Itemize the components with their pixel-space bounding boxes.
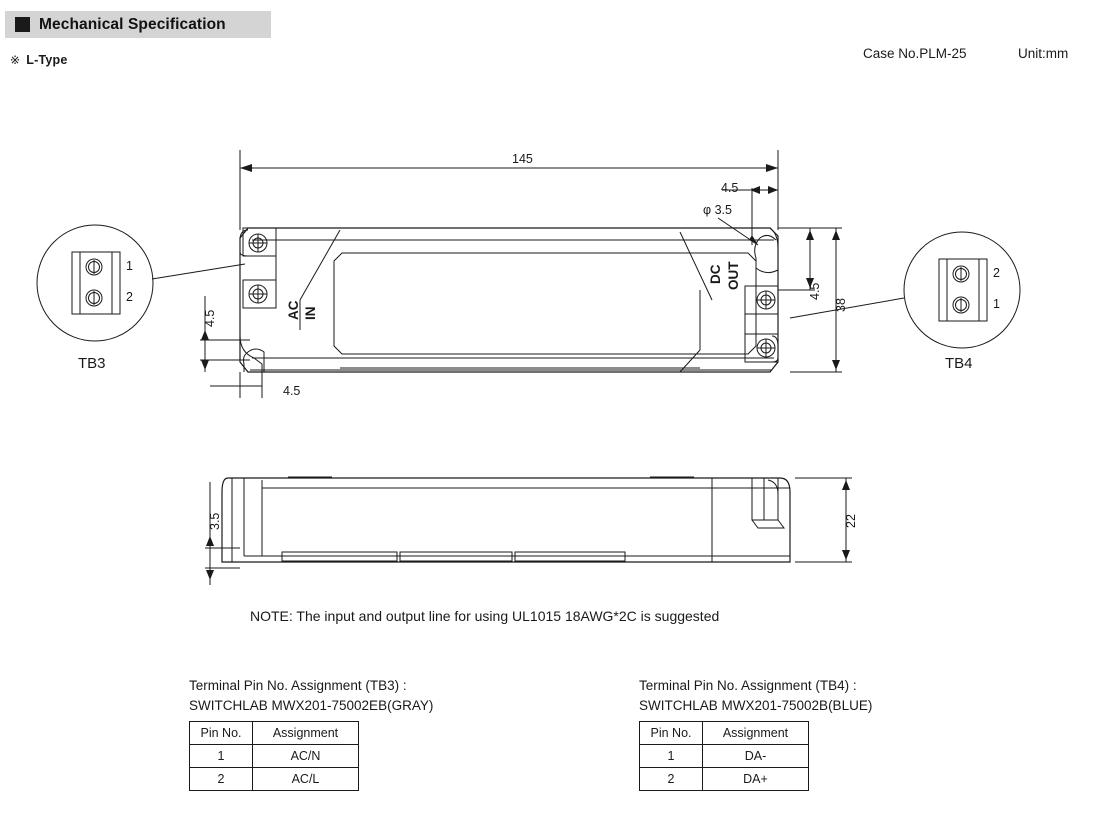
- tb3-pin-bottom-number: 2: [126, 290, 133, 304]
- tb4-row1-assignment: DA+: [702, 767, 809, 791]
- dimension-width-38: [790, 227, 842, 373]
- detail-circle-tb3: [36, 224, 246, 342]
- tb4-caption-line2: SWITCHLAB MWX201-75002B(BLUE): [639, 698, 873, 713]
- unit-label: Unit:mm: [1018, 46, 1069, 61]
- dim-side-height-3_5: 3.5: [208, 512, 222, 530]
- label-dc-out-line1: DC: [708, 264, 723, 285]
- dimension-side-height-22: [795, 477, 852, 563]
- dim-width-38: 38: [834, 298, 848, 312]
- tb4-detail-label: TB4: [945, 355, 973, 372]
- label-ac-in-line2: IN: [303, 306, 318, 321]
- dim-side-height-22: 22: [844, 514, 858, 528]
- tb4-row0-assignment: DA-: [702, 744, 809, 768]
- tb3-pin-top-number: 1: [126, 259, 133, 273]
- dim-hole-diameter: φ 3.5: [703, 203, 732, 217]
- tb4-caption-line1: Terminal Pin No. Assignment (TB4) :: [639, 678, 857, 693]
- page-title: Mechanical Specification: [39, 15, 226, 33]
- pin-assignment-block-tb3: Terminal Pin No. Assignment (TB3) : SWIT…: [189, 676, 433, 791]
- tb4-row1-pin: 2: [639, 767, 703, 791]
- table-row: 2 AC/L: [189, 767, 359, 791]
- tb3-row1-assignment: AC/L: [252, 767, 359, 791]
- dimension-length-145: [239, 150, 779, 230]
- tb3-row1-pin: 2: [189, 767, 253, 791]
- tb3-detail-label: TB3: [78, 355, 106, 372]
- side-view-drawing: [221, 476, 791, 563]
- keyhole-slot-right: [754, 227, 779, 274]
- tb3-caption-line2: SWITCHLAB MWX201-75002EB(GRAY): [189, 698, 434, 713]
- dim-length-145: 145: [512, 152, 533, 166]
- tb3-caption-line1: Terminal Pin No. Assignment (TB3) :: [189, 678, 407, 693]
- table-row: 2 DA+: [639, 767, 809, 791]
- tb3-row0-assignment: AC/N: [252, 744, 359, 768]
- table-header-row: Pin No. Assignment: [189, 721, 359, 745]
- table-row: 1 DA-: [639, 744, 809, 768]
- top-view-drawing: [239, 227, 779, 373]
- mounting-tab-left-lower: [242, 279, 277, 309]
- tb3-row0-pin: 1: [189, 744, 253, 768]
- subtitle-label: L-Type: [26, 53, 68, 67]
- tb3-col-assignment: Assignment: [252, 721, 359, 745]
- dim-left-horizontal-4_5: 4.5: [283, 384, 301, 398]
- tb4-pin-bottom-number: 1: [993, 297, 1000, 311]
- label-ac-in-line1: AC: [286, 300, 301, 321]
- dim-right-offset-4_5: 4.5: [721, 181, 739, 195]
- tb4-pin-table: Pin No. Assignment 1 DA- 2 DA+: [639, 721, 809, 791]
- header-bullet-square: [15, 17, 30, 32]
- detail-circle-tb4: [789, 231, 1021, 349]
- dimension-side-height-3_5: [205, 482, 240, 585]
- tb3-pin-table: Pin No. Assignment 1 AC/N 2 AC/L: [189, 721, 359, 791]
- dimension-hole-diameter: [717, 217, 759, 246]
- note-text: NOTE: The input and output line for usin…: [250, 608, 720, 624]
- section-header-bar: Mechanical Specification: [5, 11, 271, 38]
- dimension-left-vertical-4_5: [200, 296, 250, 372]
- reference-mark-icon: ※: [10, 53, 21, 67]
- dim-left-vertical-4_5: 4.5: [203, 309, 217, 327]
- table-header-row: Pin No. Assignment: [639, 721, 809, 745]
- dimension-left-horizontal-4_5: [210, 372, 263, 398]
- pin-assignment-block-tb4: Terminal Pin No. Assignment (TB4) : SWIT…: [639, 676, 872, 791]
- tb4-col-assignment: Assignment: [702, 721, 809, 745]
- table-row: 1 AC/N: [189, 744, 359, 768]
- tb3-col-pin-no: Pin No.: [189, 721, 253, 745]
- tb4-col-pin-no: Pin No.: [639, 721, 703, 745]
- tb4-pin-top-number: 2: [993, 266, 1000, 280]
- label-dc-out-line2: OUT: [726, 261, 741, 291]
- dim-right-vertical-4_5: 4.5: [808, 282, 822, 300]
- mounting-tab-right-upper: [744, 285, 779, 315]
- keyhole-slot-left: [239, 335, 265, 372]
- dimension-right-vertical-4_5: [778, 227, 815, 291]
- subtitle-row: ※ L-Type: [10, 53, 68, 67]
- case-number-label: Case No.PLM-25: [863, 46, 967, 61]
- tb4-row0-pin: 1: [639, 744, 703, 768]
